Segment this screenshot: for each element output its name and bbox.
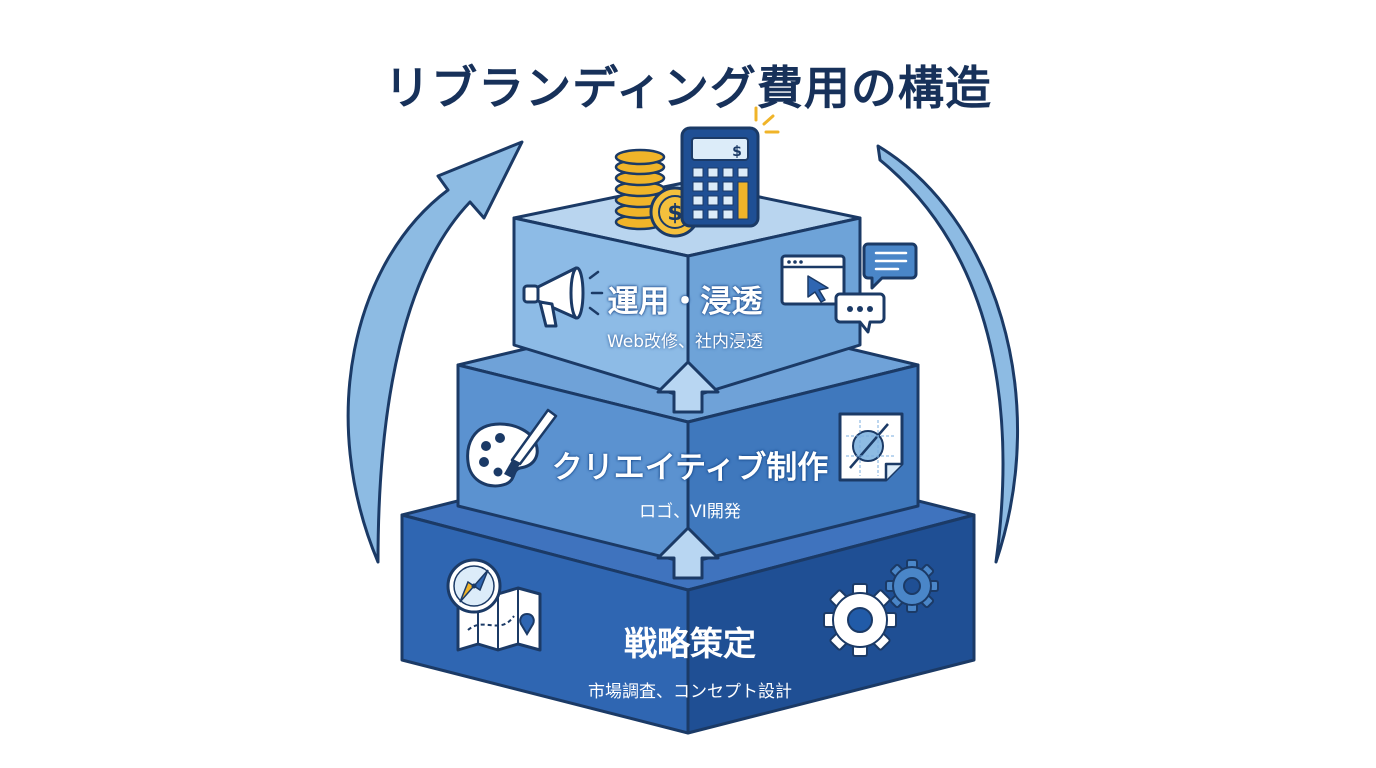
diagram-title: リブランディング費用の構造 bbox=[384, 61, 992, 115]
chat-bubble-icon bbox=[834, 242, 918, 334]
tier-middle-label-group: クリエイティブ制作 ロゴ、VI開発 bbox=[530, 442, 850, 522]
svg-text:$: $ bbox=[732, 144, 742, 160]
tier-top-label-group: 運用・浸透 Web改修、社内浸透 bbox=[540, 276, 830, 352]
design-document-icon bbox=[838, 412, 904, 482]
tier-bottom-label: 戦略策定 bbox=[624, 624, 756, 663]
cycle-arrow-left bbox=[346, 140, 524, 564]
tier-middle-sublabel: ロゴ、VI開発 bbox=[639, 502, 741, 522]
palette-icon bbox=[466, 408, 558, 488]
calculator-icon: $ bbox=[680, 106, 780, 228]
tier-middle-label: クリエイティブ制作 bbox=[551, 450, 829, 486]
cycle-arrow-right bbox=[876, 144, 1020, 564]
tier-bottom-sublabel: 市場調査、コンセプト設計 bbox=[588, 682, 792, 702]
tier-top-sublabel: Web改修、社内浸透 bbox=[606, 332, 764, 352]
up-arrow-bottom bbox=[656, 526, 720, 580]
up-arrow-top bbox=[656, 360, 720, 414]
gears-icon bbox=[823, 559, 939, 657]
browser-window-icon bbox=[780, 254, 846, 306]
compass-map-icon bbox=[446, 558, 542, 652]
megaphone-icon bbox=[522, 266, 604, 328]
tier-top-label: 運用・浸透 bbox=[607, 284, 763, 320]
tier-top-block bbox=[512, 180, 862, 400]
svg-text:$: $ bbox=[667, 201, 682, 226]
tier-bottom-label-group: 戦略策定 市場調査、コンセプト設計 bbox=[550, 617, 830, 702]
